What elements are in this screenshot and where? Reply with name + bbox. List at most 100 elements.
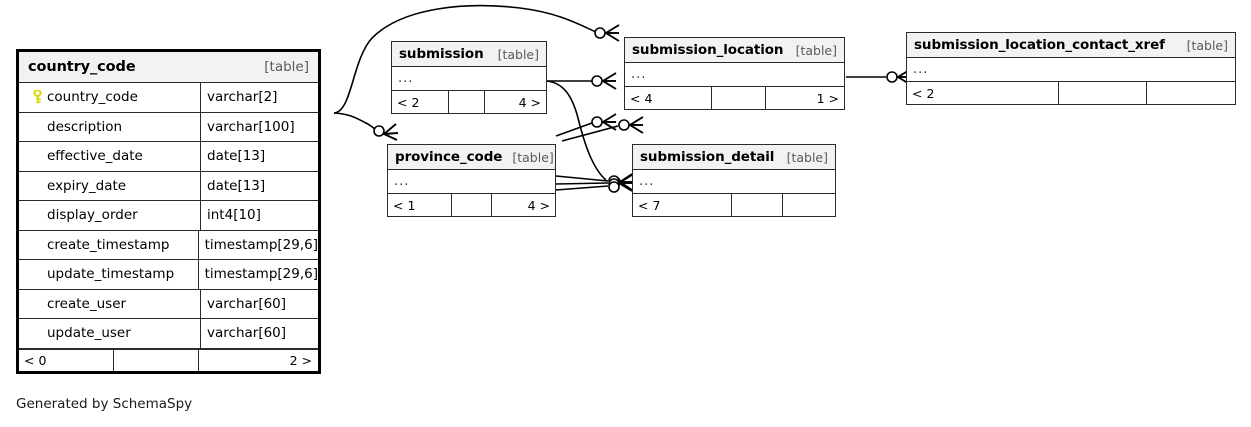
primary-key-icon xyxy=(27,90,47,104)
edge-province-code-to-submission-location-b xyxy=(561,116,644,142)
column-name-cell: create_timestamp xyxy=(19,230,199,259)
footer-left-count[interactable]: < 7 xyxy=(633,194,732,216)
table-title: province_code xyxy=(395,149,503,165)
column-type: varchar[100] xyxy=(207,118,295,135)
column-name-cell: display_order xyxy=(19,201,201,230)
column-name-cell: country_code xyxy=(19,83,201,112)
column-name-cell: description xyxy=(19,112,201,141)
footer-right-count[interactable] xyxy=(1147,82,1235,104)
generated-by-caption: Generated by SchemaSpy xyxy=(16,396,193,412)
footer-middle-count xyxy=(712,87,766,109)
footer-left-count[interactable]: < 2 xyxy=(907,82,1059,104)
table-kind-label: [table] xyxy=(786,149,828,165)
table-title: submission_location_contact_xref xyxy=(914,37,1165,53)
footer-middle-count xyxy=(452,194,492,216)
footer-middle-count xyxy=(1059,82,1147,104)
edge-submission-to-submission-detail xyxy=(546,80,633,191)
column-name: update_user xyxy=(47,325,131,342)
column-name-cell: update_user xyxy=(19,319,201,348)
column-name: create_user xyxy=(47,295,127,312)
table-footer-submission: < 2 4 > xyxy=(392,91,546,113)
column-type: varchar[60] xyxy=(207,295,287,312)
columns-collapsed-indicator[interactable]: ... xyxy=(392,67,546,91)
edge-submission-location-to-xref xyxy=(846,68,912,86)
footer-right-count[interactable]: 2 > xyxy=(289,352,312,368)
table-footer-submission-detail: < 7 xyxy=(633,194,835,216)
columns-collapsed-indicator[interactable]: ... xyxy=(907,58,1235,82)
table-row[interactable]: effective_date date[13] xyxy=(19,142,318,172)
columns-collapsed-indicator[interactable]: ... xyxy=(633,170,835,194)
column-name-cell: expiry_date xyxy=(19,171,201,200)
column-type: date[13] xyxy=(207,148,266,165)
footer-right-count[interactable]: 4 > xyxy=(518,94,541,110)
footer-right-count[interactable]: 1 > xyxy=(816,90,839,106)
footer-middle-count xyxy=(114,349,199,371)
column-name-cell: effective_date xyxy=(19,142,201,171)
column-type: timestamp[29,6] xyxy=(204,236,318,253)
key-glyph xyxy=(33,90,41,104)
column-name-cell: create_user xyxy=(19,289,201,318)
footer-left-count[interactable]: < 4 xyxy=(625,87,712,109)
table-header-province-code: province_code [table] xyxy=(388,145,555,170)
table-row[interactable]: expiry_date date[13] xyxy=(19,171,318,201)
table-footer-country-code: < 0 2 > xyxy=(19,348,318,371)
column-name: description xyxy=(47,118,123,135)
table-header-submission-location: submission_location [table] xyxy=(625,38,844,63)
table-title: submission xyxy=(399,46,484,62)
table-row[interactable]: display_order int4[10] xyxy=(19,201,318,231)
column-name: create_timestamp xyxy=(47,236,170,253)
table-footer-submission-location: < 4 1 > xyxy=(625,87,844,109)
column-name: display_order xyxy=(47,207,138,224)
table-header-country-code: country_code [table] xyxy=(19,52,318,83)
footer-middle-count xyxy=(449,91,485,113)
column-name: country_code xyxy=(47,89,138,106)
edge-province-code-to-submission-detail-c xyxy=(555,181,620,193)
table-title: submission_detail xyxy=(640,149,775,165)
table-country-code[interactable]: country_code [table] country_code varcha… xyxy=(16,49,321,374)
footer-left-count[interactable]: < 1 xyxy=(388,194,452,216)
table-header-submission-detail: submission_detail [table] xyxy=(633,145,835,170)
footer-left-count[interactable]: < 0 xyxy=(19,349,114,371)
table-row[interactable]: create_user varchar[60] xyxy=(19,289,318,319)
table-kind-label: [table] xyxy=(264,59,309,75)
table-title: submission_location xyxy=(632,42,784,58)
table-kind-label: [table] xyxy=(795,42,837,58)
footer-left-count[interactable]: < 2 xyxy=(392,91,449,113)
table-row[interactable]: country_code varchar[2] xyxy=(19,83,318,113)
table-header-submission: submission [table] xyxy=(392,42,546,67)
table-kind-label: [table] xyxy=(1186,37,1228,53)
table-province-code[interactable]: province_code [table] ... < 1 4 > xyxy=(387,144,556,217)
table-row[interactable]: update_timestamp timestamp[29,6] xyxy=(19,260,318,290)
table-footer-province-code: < 1 4 > xyxy=(388,194,555,216)
table-submission-location[interactable]: submission_location [table] ... < 4 1 > xyxy=(624,37,845,110)
columns-collapsed-indicator[interactable]: ... xyxy=(625,63,844,87)
table-kind-label: [table] xyxy=(497,46,539,62)
column-type: varchar[2] xyxy=(207,89,278,106)
columns-collapsed-indicator[interactable]: ... xyxy=(388,170,555,194)
column-type: int4[10] xyxy=(207,207,261,224)
table-row[interactable]: create_timestamp timestamp[29,6] xyxy=(19,230,318,260)
edge-province-code-to-submission-detail-b xyxy=(555,174,633,192)
edge-province-code-to-submission-location-a xyxy=(555,113,617,137)
column-type: timestamp[29,6] xyxy=(204,266,318,283)
footer-right-count[interactable] xyxy=(783,194,835,216)
table-row[interactable]: update_user varchar[60] xyxy=(19,319,318,349)
column-type: varchar[60] xyxy=(207,325,287,342)
edge-country-code-to-province-code xyxy=(333,112,399,141)
column-name-cell: update_timestamp xyxy=(19,260,199,289)
table-header-submission-location-contact-xref: submission_location_contact_xref [table] xyxy=(907,33,1235,58)
footer-middle-count xyxy=(732,194,784,216)
edge-submission-to-submission-location xyxy=(547,72,617,90)
table-kind-label: [table] xyxy=(512,149,554,165)
edge-province-code-to-submission-detail-a xyxy=(555,175,620,187)
footer-right-count[interactable]: 4 > xyxy=(527,197,550,213)
column-name: update_timestamp xyxy=(47,266,175,283)
column-name: expiry_date xyxy=(47,177,127,194)
table-submission[interactable]: submission [table] ... < 2 4 > xyxy=(391,41,547,114)
column-name: effective_date xyxy=(47,148,143,165)
table-submission-location-contact-xref[interactable]: submission_location_contact_xref [table]… xyxy=(906,32,1236,105)
table-row[interactable]: description varchar[100] xyxy=(19,112,318,142)
table-footer-submission-location-contact-xref: < 2 xyxy=(907,82,1235,104)
table-submission-detail[interactable]: submission_detail [table] ... < 7 xyxy=(632,144,836,217)
